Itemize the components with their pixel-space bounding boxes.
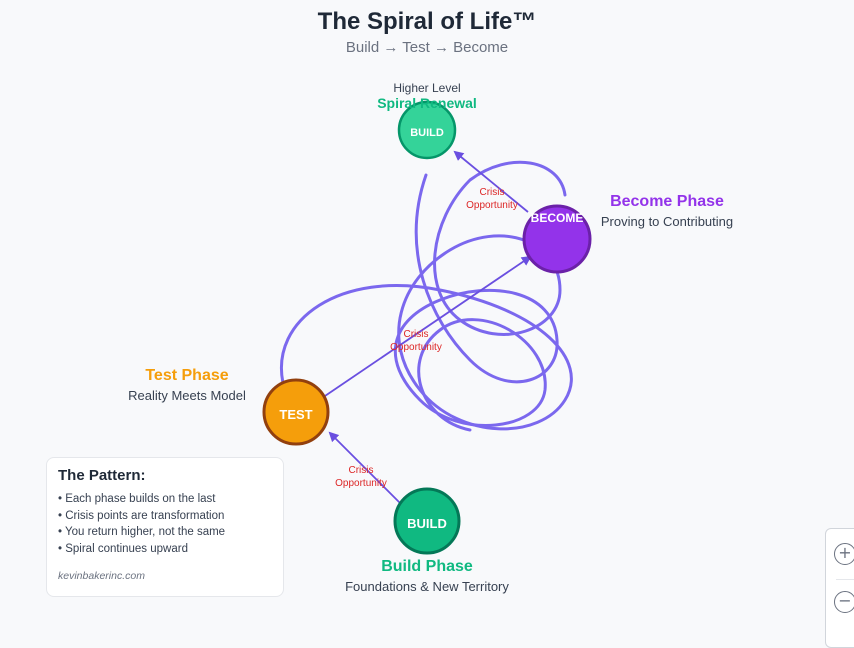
node-test[interactable]: TEST xyxy=(262,378,330,446)
pattern-item: Crisis points are transformation xyxy=(58,508,272,525)
opportunity-label-2: Opportunity xyxy=(390,342,442,353)
test-phase-desc: Reality Meets Model xyxy=(128,388,246,403)
pattern-item: Each phase builds on the last xyxy=(58,491,272,508)
spiral-curve-inner xyxy=(393,173,559,432)
node-test-label: TEST xyxy=(279,407,312,422)
test-phase-title: Test Phase xyxy=(145,367,228,384)
zoom-divider xyxy=(836,579,854,580)
spiral-path xyxy=(280,160,573,432)
crisis-label-2: Crisis xyxy=(404,329,429,340)
node-build-top[interactable]: BUILD xyxy=(397,100,457,160)
renewal-caption: Higher Level xyxy=(393,81,460,95)
crisis-labels: Crisis Opportunity Crisis Opportunity Cr… xyxy=(335,187,518,489)
phase-labels: Build Phase Foundations & New Territory … xyxy=(128,81,733,594)
pattern-list: Each phase builds on the last Crisis poi… xyxy=(58,491,272,557)
zoom-out-icon[interactable]: − xyxy=(834,591,854,613)
pattern-footer: kevinbakerinc.com xyxy=(58,570,145,582)
crisis-label-1: Crisis xyxy=(349,465,374,476)
node-become-label: BECOME xyxy=(531,211,584,225)
node-become[interactable]: BECOME xyxy=(522,204,592,274)
become-phase-desc: Proving to Contributing xyxy=(601,214,733,229)
opportunity-label-3: Opportunity xyxy=(466,200,518,211)
node-build-bottom[interactable]: BUILD xyxy=(393,487,461,555)
zoom-controls: + − xyxy=(825,528,854,648)
node-build-top-label: BUILD xyxy=(410,127,444,139)
pattern-item: You return higher, not the same xyxy=(58,524,272,541)
build-phase-title: Build Phase xyxy=(381,558,473,575)
pattern-card: The Pattern: Each phase builds on the la… xyxy=(46,457,284,597)
crisis-label-3: Crisis xyxy=(480,187,505,198)
arrow-become-to-build xyxy=(453,150,529,213)
zoom-in-icon[interactable]: + xyxy=(834,543,854,565)
pattern-item: Spiral continues upward xyxy=(58,541,272,558)
pattern-title: The Pattern: xyxy=(58,467,146,484)
become-phase-title: Become Phase xyxy=(610,193,724,210)
opportunity-label-1: Opportunity xyxy=(335,478,387,489)
node-build-bottom-label: BUILD xyxy=(407,516,447,531)
renewal-title: Spiral Renewal xyxy=(377,95,477,111)
spiral-curve-outer xyxy=(280,160,573,431)
arrow-test-to-become xyxy=(321,255,532,399)
phase-arrows xyxy=(321,150,532,506)
diagram-subtitle: Build → Test → Become xyxy=(345,39,509,56)
arrow-build-to-test xyxy=(328,431,403,506)
diagram-title: The Spiral of Life™ xyxy=(317,8,537,35)
build-phase-desc: Foundations & New Territory xyxy=(345,579,509,594)
